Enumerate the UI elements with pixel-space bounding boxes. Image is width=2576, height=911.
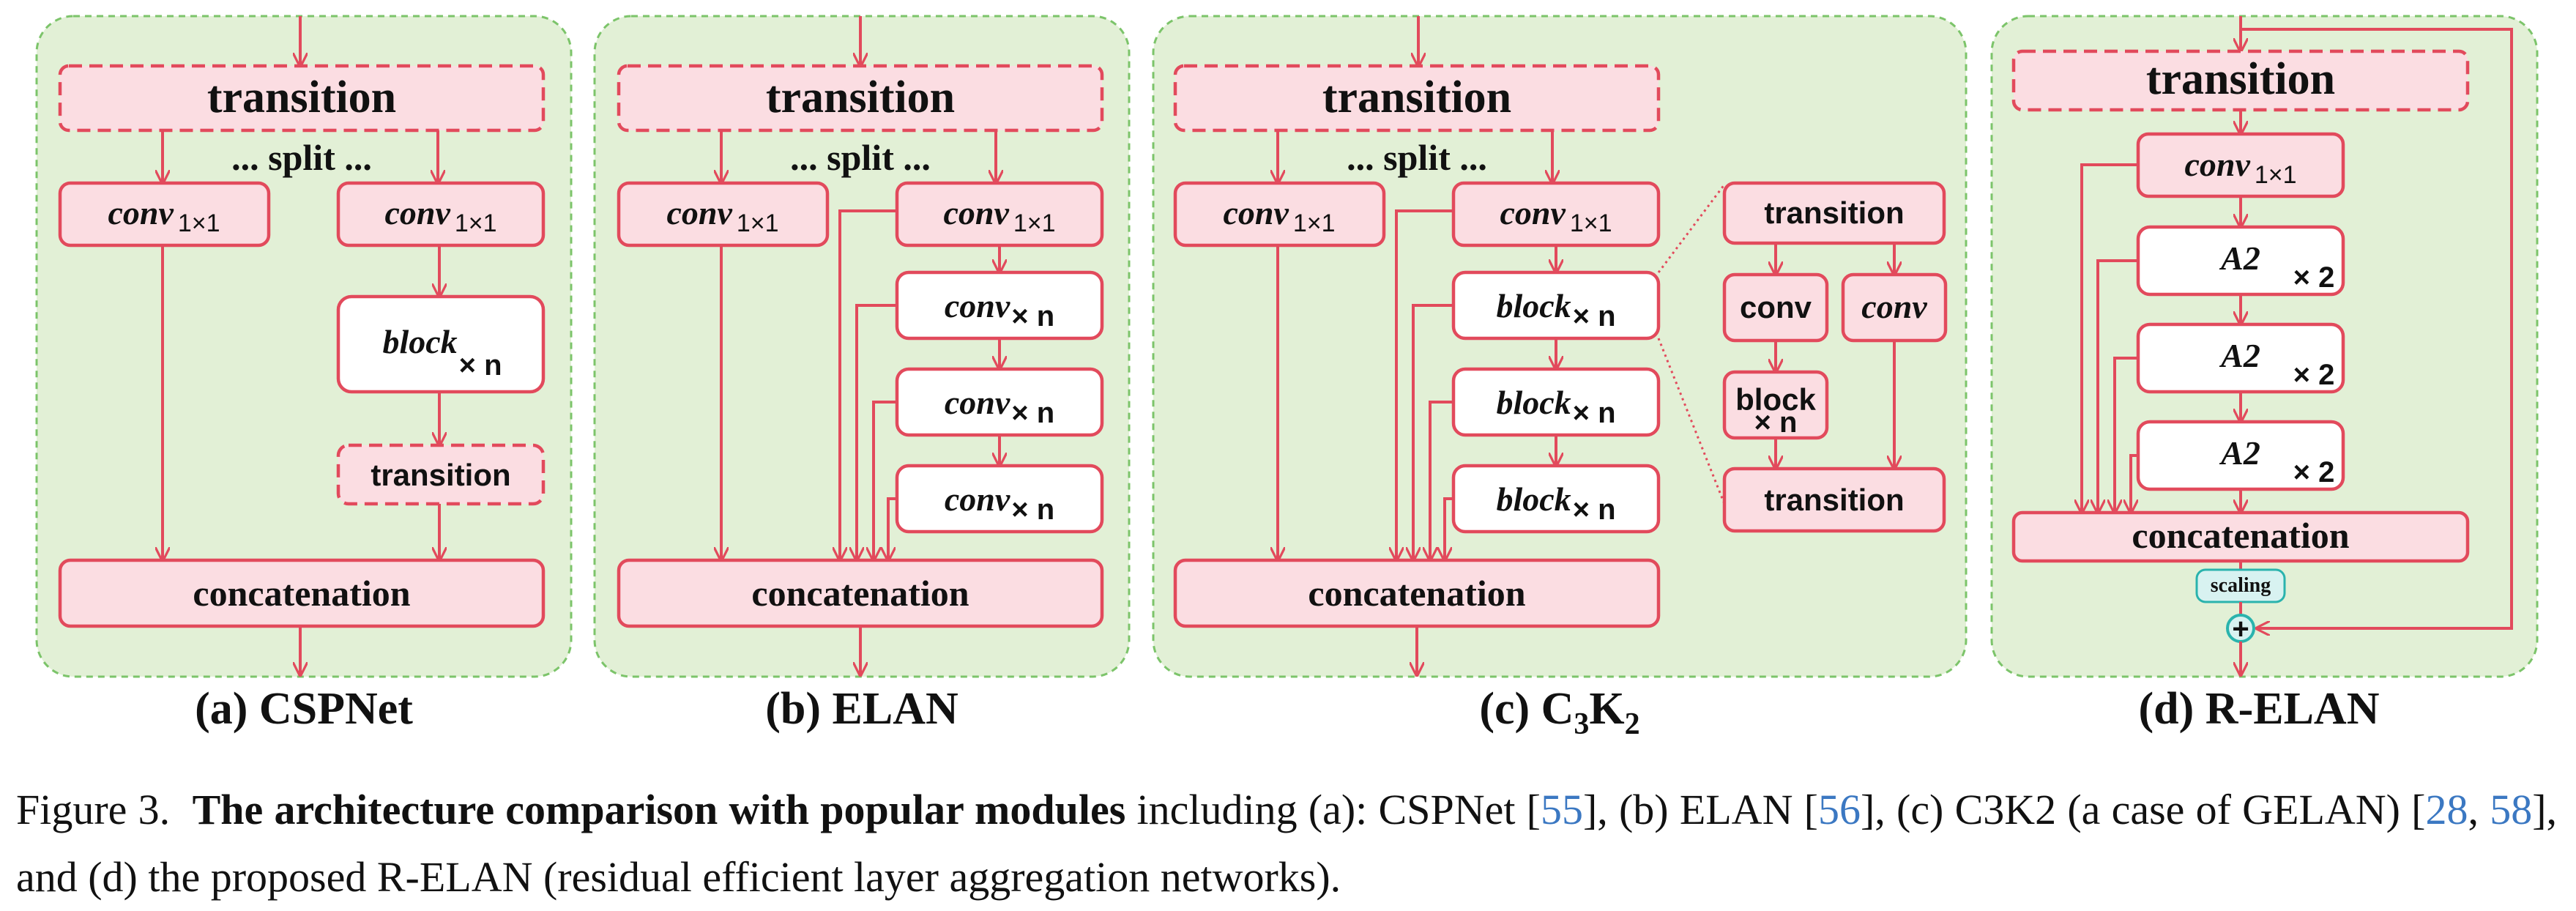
panel-b-conv-n-1-label: conv× n [945, 287, 1054, 332]
caption-text-5: ], and (d) the proposed R-ELAN (residual… [16, 786, 2558, 901]
panel-d-a2-1-label: A2 [2219, 239, 2260, 277]
cite-28-link[interactable]: 28 [2425, 786, 2468, 833]
panel-a-concatenation-label: concatenation [193, 573, 410, 614]
panel-c-zoom-line-bottom [1657, 338, 1726, 505]
panel-c-detail-conv-left-label: conv [1740, 290, 1812, 324]
panel-b-conv-left [617, 181, 830, 248]
caption-bold: The architecture comparison with popular… [192, 786, 1126, 833]
panel-b-conv-n-2-label: conv× n [945, 384, 1054, 429]
cite-55-link[interactable]: 55 [1540, 786, 1583, 833]
panel-b-split-label: ... split ... [790, 137, 931, 178]
panel-c-detail-conv-right-label: conv [1861, 288, 1927, 325]
panel-d-plus-label: + [2232, 613, 2249, 645]
panel-a-split-label: ... split ... [231, 137, 372, 178]
panel-c-detail-block-sub: × n [1754, 406, 1798, 439]
panel-a-conv-left [58, 181, 271, 248]
panel-d-concatenation-label: concatenation [2132, 515, 2349, 556]
panel-c-zoom-line-top [1657, 184, 1726, 273]
panel-d-transition-top-label: transition [2146, 54, 2335, 104]
caption-text-1: including (a): CSPNet [ [1125, 786, 1541, 833]
figure-caption: Figure 3. The architecture comparison wi… [16, 776, 2557, 911]
panel-d-a2-2-label: A2 [2219, 337, 2260, 374]
panel-a-transition-top [58, 64, 546, 133]
panel-c-conv-left [1173, 181, 1386, 248]
caption-figure-number: Figure 3. [16, 786, 171, 833]
panel-b-conv-n-3-label: conv× n [945, 480, 1054, 526]
panel-a-transition-top-label: transition [207, 72, 396, 122]
panel-c-detail-transition-bottom-label: transition [1764, 483, 1904, 517]
panel-c-block-n-2-label: block× n [1496, 384, 1615, 429]
panel-d-a2-3-sub: × 2 [2293, 456, 2335, 488]
panel-c-detail-transition-top [1722, 181, 1946, 245]
panel-c-block-n-1-label: block× n [1496, 287, 1615, 332]
caption-text-3: ], (c) C3K2 (a case of GELAN) [ [1860, 786, 2426, 833]
panel-a-transition-mid [336, 443, 546, 506]
panel-b-transition-top-label: transition [766, 72, 955, 122]
panel-a-caption: (a) CSPNet [195, 684, 413, 734]
cite-56-link[interactable]: 56 [1817, 786, 1861, 833]
panel-a-block-label: block× n [382, 323, 502, 382]
panel-c-detail-transition-top-label: transition [1764, 196, 1904, 230]
panel-a-transition-mid-label: transition [371, 458, 510, 492]
panel-c-block-n-3-label: block× n [1496, 480, 1615, 526]
panel-c-transition-top [1173, 64, 1661, 133]
panel-b-caption: (b) ELAN [765, 684, 958, 734]
panel-d-caption: (d) R-ELAN [2139, 684, 2380, 734]
panel-c-transition-top-label: transition [1322, 72, 1511, 122]
panel-b-concatenation-label: concatenation [751, 573, 969, 614]
caption-text-4: , [2468, 786, 2490, 833]
panel-c-caption: (c) C3K2 [1479, 684, 1639, 741]
panel-d-a2-1-sub: × 2 [2293, 261, 2335, 294]
panel-b-transition-top [617, 64, 1104, 133]
panel-d-a2-3-label: A2 [2219, 434, 2260, 472]
panel-c-detail-transition-bottom [1722, 466, 1946, 533]
panel-d-a2-2-sub: × 2 [2293, 359, 2335, 391]
panel-c-split-label: ... split ... [1347, 137, 1487, 178]
panel-c-concatenation-label: concatenation [1308, 573, 1525, 614]
caption-text-2: ], (b) ELAN [ [1582, 786, 1818, 833]
cite-58-link[interactable]: 58 [2490, 786, 2533, 833]
panel-c-detail-block-label: block [1735, 382, 1816, 417]
panel-d-scaling-label: scaling [2211, 574, 2271, 597]
